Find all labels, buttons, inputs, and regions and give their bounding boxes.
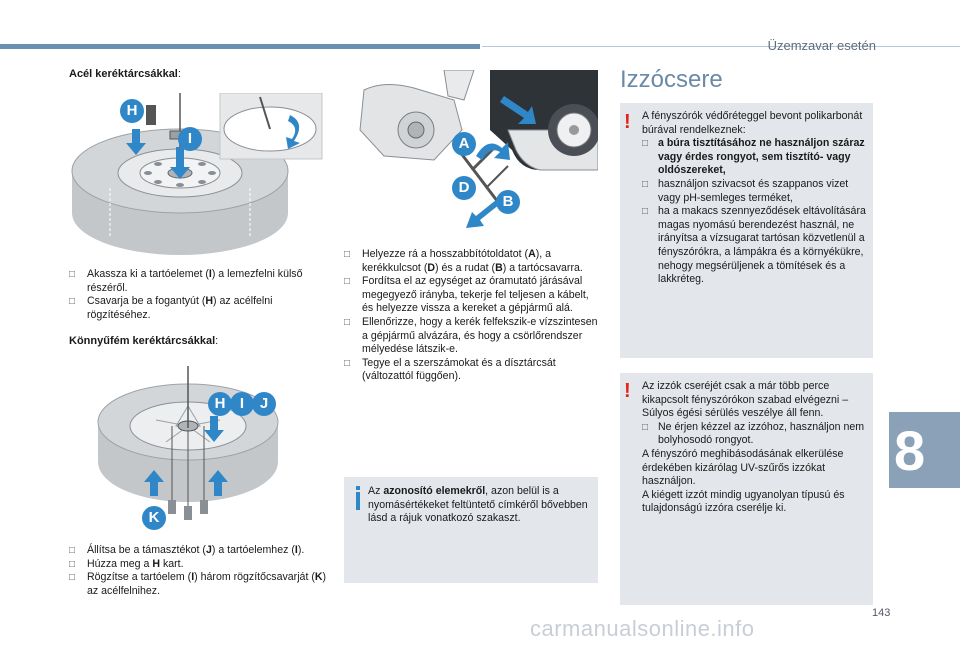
label-J-badge: J	[252, 392, 276, 416]
winch-step-1: Helyezze rá a hosszabbítótoldatot (A), a…	[344, 248, 602, 275]
warning-1-text: A fényszórók védőréteggel bevont polikar…	[642, 110, 866, 287]
label-I-badge: I	[178, 127, 202, 151]
label-A-badge: A	[452, 132, 476, 156]
info-icon-dot	[356, 486, 360, 490]
label-H-badge: H	[120, 99, 144, 123]
warning-box-2: ! Az izzók cseréjét csak a már több perc…	[620, 373, 873, 605]
warning-2-p1: Az izzók cseréjét csak a már több perce …	[642, 380, 849, 420]
info-box: Az azonosító elemekről, azon belül is a …	[344, 477, 598, 583]
winch-step-2: Fordítsa el az egységet az óramutató jár…	[344, 275, 602, 316]
winch-step-3: Ellenőrizze, hogy a kerék felfekszik-e v…	[344, 316, 602, 357]
steel-wheel-figure: H I	[70, 93, 330, 263]
warning-box-1: ! A fényszórók védőréteggel bevont polik…	[620, 103, 873, 358]
winch-figure: A D B	[344, 70, 598, 240]
alloy-heading: Könnyűfém keréktárcsákkal:	[69, 335, 219, 347]
info-icon	[356, 492, 360, 510]
warning-1-item-3: ha a makacs szennyeződések eltávolításár…	[642, 205, 866, 287]
warning-2-text: Az izzók cseréjét csak a már több perce …	[642, 380, 866, 516]
watermark: carmanualsonline.info	[530, 616, 755, 641]
steel-step-2: Csavarja be a fogantyút (H) az acélfelni…	[69, 295, 331, 322]
chapter-title: Üzemzavar esetén	[767, 38, 876, 53]
label-K-badge: K	[142, 506, 166, 530]
label-D-badge: D	[452, 176, 476, 200]
chapter-number: 8	[894, 419, 926, 482]
warning-1-item-1: a búra tisztításához ne használjon szára…	[642, 137, 866, 178]
header-line	[482, 46, 960, 47]
warning-icon-2: !	[624, 380, 631, 402]
warning-2-item: Ne érjen kézzel az izzóhoz, használjon n…	[642, 421, 866, 448]
winch-step-4: Tegye el a szerszámokat és a dísztárcsát…	[344, 357, 602, 384]
section-title: Izzócsere	[620, 66, 723, 93]
warning-1-intro: A fényszórók védőréteggel bevont polikar…	[642, 110, 863, 136]
warning-icon: !	[624, 111, 631, 133]
steel-step-1: Akassza ki a tartóelemet (I) a lemezfeln…	[69, 268, 331, 295]
label-I-badge-2: I	[230, 392, 254, 416]
header-bar	[0, 44, 480, 49]
warning-1-item-2: használjon szivacsot és szappanos vizet …	[642, 178, 866, 205]
alloy-step-3: Rögzítse a tartóelem (I) három rögzítőcs…	[69, 571, 331, 598]
chapter-tab	[889, 412, 960, 488]
steel-heading: Acél keréktárcsákkal:	[69, 68, 181, 80]
winch-steps: Helyezze rá a hosszabbítótoldatot (A), a…	[344, 248, 602, 384]
label-H-badge-2: H	[208, 392, 232, 416]
warning-2-p3: A kiégett izzót mindig ugyanolyan típusú…	[642, 488, 845, 515]
alloy-steps: Állítsa be a támasztékot (J) a tartóelem…	[69, 544, 331, 598]
alloy-wheel-figure: H I J K	[96, 364, 286, 530]
info-text: Az azonosító elemekről, azon belül is a …	[368, 485, 588, 525]
warning-2-p2: A fényszóró meghibásodásának elkerülése …	[642, 447, 844, 488]
steel-steps: Akassza ki a tartóelemet (I) a lemezfeln…	[69, 268, 331, 322]
label-B-badge: B	[496, 190, 520, 214]
alloy-step-2: Húzza meg a H kart.	[69, 558, 331, 572]
alloy-step-1: Állítsa be a támasztékot (J) a tartóelem…	[69, 544, 331, 558]
page-number: 143	[872, 607, 891, 619]
